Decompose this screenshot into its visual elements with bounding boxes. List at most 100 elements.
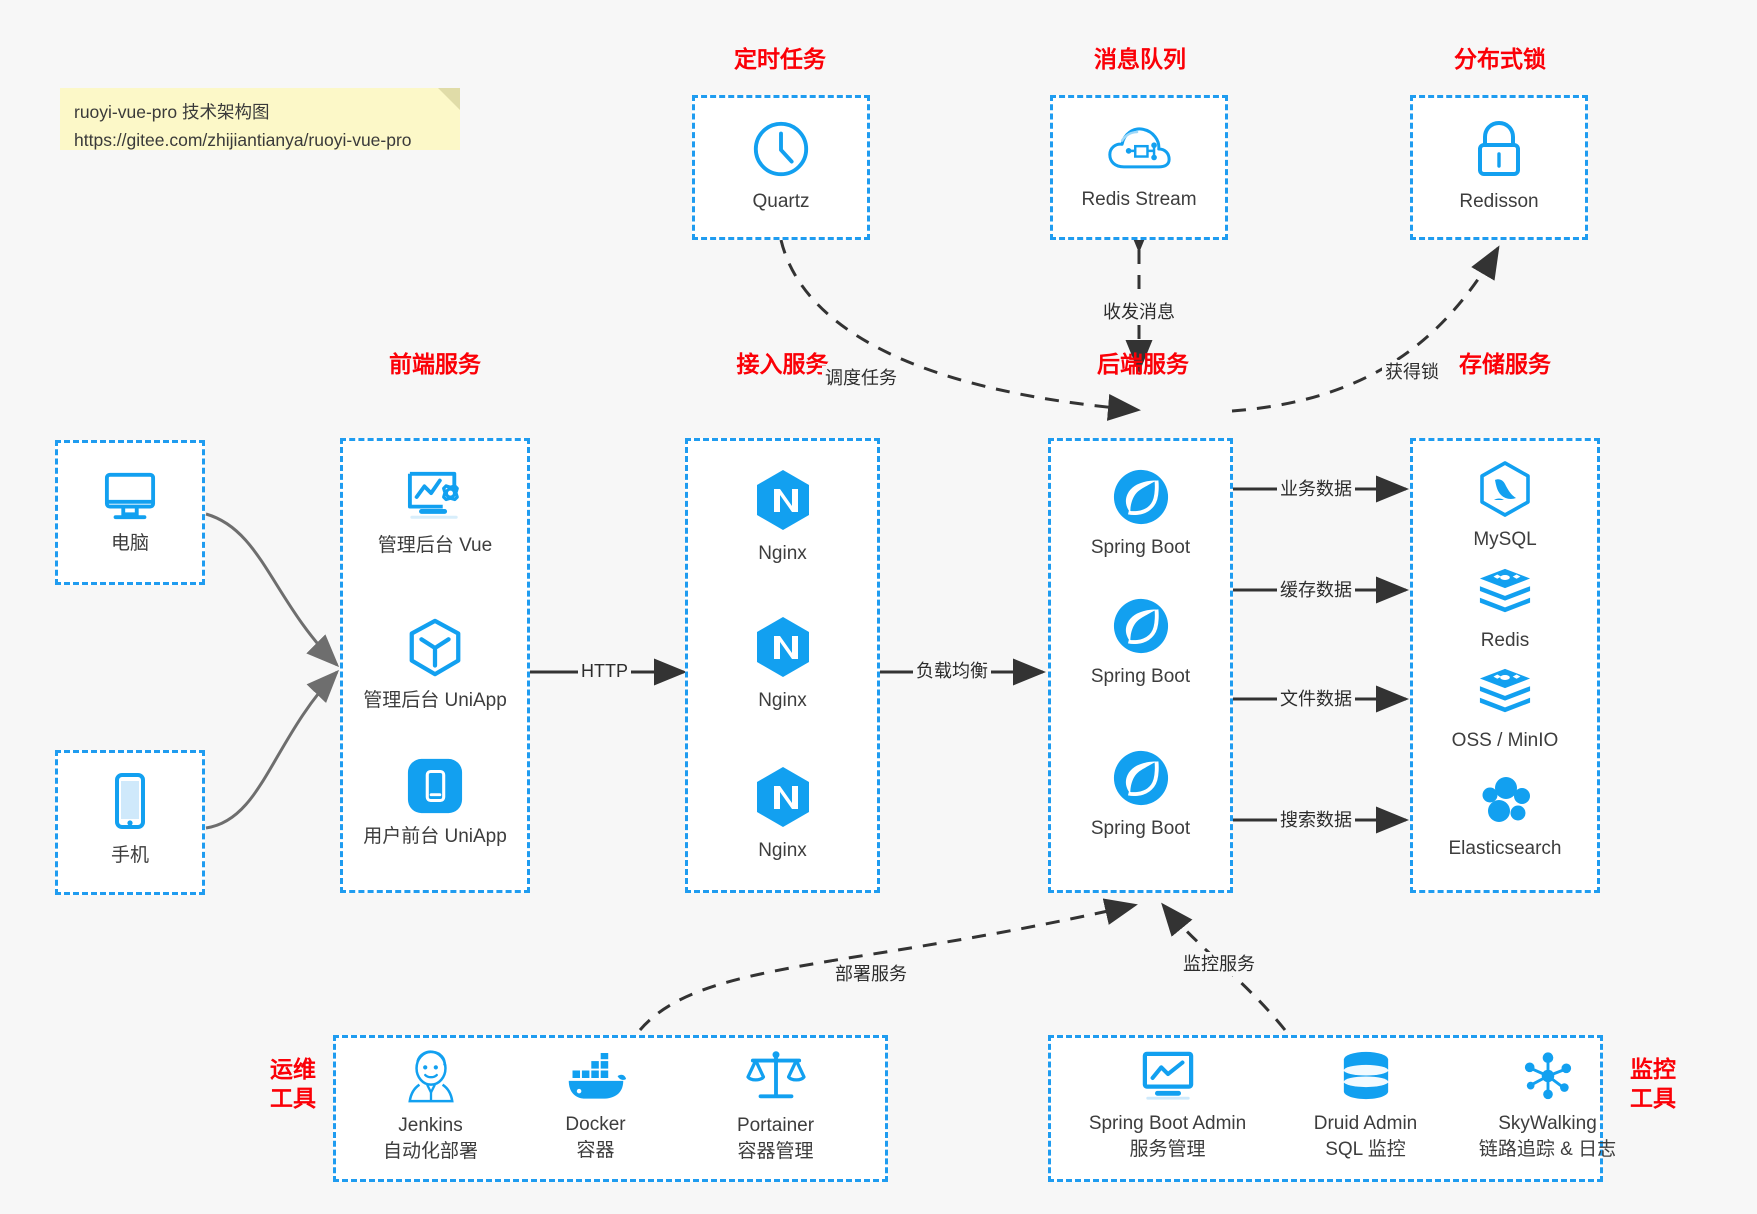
group-monitoring — [1048, 1035, 1603, 1182]
node-redis-stream[interactable]: Redis Stream — [1050, 120, 1228, 212]
node-label: OSS / MinIO — [1451, 730, 1559, 751]
node-docker[interactable]: Docker 容器 — [513, 1052, 678, 1164]
node-label: Redisson — [1459, 191, 1539, 212]
node-skywalking[interactable]: SkyWalking 链路追踪 & 日志 — [1440, 1050, 1655, 1163]
oss-minio-icon — [1476, 665, 1534, 719]
dashboard-gear-icon — [404, 468, 466, 524]
node-sublabel: 服务管理 — [1129, 1139, 1206, 1160]
database-icon — [1339, 1050, 1393, 1102]
node-quartz[interactable]: Quartz — [692, 118, 870, 214]
spring-boot-icon — [1112, 749, 1170, 807]
note-folded-corner — [438, 88, 460, 110]
group-scheduler — [692, 95, 870, 240]
node-label: 管理后台 UniApp — [363, 690, 507, 711]
mysql-icon — [1477, 460, 1533, 518]
node-label: Elasticsearch — [1448, 838, 1562, 859]
edge-label-search-data: 搜索数据 — [1277, 808, 1355, 832]
node-label: Nginx — [758, 543, 807, 564]
group-title-monitoring-line2: 工具 — [1630, 1085, 1676, 1111]
group-title-backend: 后端服务 — [1097, 351, 1189, 377]
node-label: Spring Boot — [1090, 537, 1191, 558]
node-spring-boot-admin[interactable]: Spring Boot Admin 服务管理 — [1060, 1050, 1275, 1163]
node-mysql[interactable]: MySQL — [1410, 460, 1600, 552]
group-title-monitoring-line1: 监控 — [1630, 1056, 1676, 1082]
node-label: Portainer — [736, 1115, 815, 1136]
lock-icon — [1470, 118, 1528, 180]
node-sublabel: SQL 监控 — [1325, 1139, 1406, 1160]
node-redisson[interactable]: Redisson — [1410, 118, 1588, 214]
edge-label-cache-data: 缓存数据 — [1277, 578, 1355, 602]
nginx-icon — [754, 468, 812, 532]
edge-label-acquire-lock: 获得锁 — [1382, 360, 1442, 384]
clock-icon — [750, 118, 812, 180]
cloud-network-icon — [1107, 120, 1171, 178]
node-label: Nginx — [758, 690, 807, 711]
spring-boot-icon — [1112, 597, 1170, 655]
node-spring-boot-1[interactable]: Spring Boot — [1048, 468, 1233, 560]
node-label: 电脑 — [110, 533, 149, 554]
node-label: Docker — [565, 1114, 626, 1135]
node-label: 手机 — [110, 845, 149, 866]
edge-label-file-data: 文件数据 — [1277, 687, 1355, 711]
node-sublabel: 自动化部署 — [382, 1141, 478, 1162]
node-sublabel: 链路追踪 & 日志 — [1478, 1139, 1617, 1160]
node-label: Druid Admin — [1313, 1113, 1418, 1134]
node-spring-boot-3[interactable]: Spring Boot — [1048, 749, 1233, 841]
node-label: Nginx — [758, 840, 807, 861]
node-nginx-2[interactable]: Nginx — [685, 615, 880, 713]
node-label: SkyWalking — [1498, 1113, 1597, 1134]
node-admin-uniapp[interactable]: 管理后台 UniApp — [340, 617, 530, 713]
node-spring-boot-2[interactable]: Spring Boot — [1048, 597, 1233, 689]
monitor-chart-icon — [1139, 1050, 1197, 1102]
scales-icon — [745, 1048, 807, 1104]
edge-label-load-balance: 负载均衡 — [913, 659, 991, 683]
note-line-2: https://gitee.com/zhijiantianya/ruoyi-vu… — [74, 130, 412, 150]
node-label: 用户前台 UniApp — [363, 826, 507, 847]
group-title-distributed-lock: 分布式锁 — [1454, 46, 1546, 72]
nginx-icon — [754, 765, 812, 829]
redis-icon — [1476, 565, 1534, 619]
node-oss-minio[interactable]: OSS / MinIO — [1410, 665, 1600, 753]
node-mobile[interactable]: 手机 — [55, 772, 205, 868]
elasticsearch-icon — [1477, 773, 1533, 827]
node-jenkins[interactable]: Jenkins 自动化部署 — [348, 1048, 513, 1165]
node-label: Spring Boot — [1090, 818, 1191, 839]
nginx-icon — [754, 615, 812, 679]
group-title-devops-line2: 工具 — [270, 1085, 316, 1111]
node-nginx-3[interactable]: Nginx — [685, 765, 880, 863]
node-admin-vue[interactable]: 管理后台 Vue — [340, 468, 530, 558]
node-redis[interactable]: Redis — [1410, 565, 1600, 653]
node-portainer[interactable]: Portainer 容器管理 — [678, 1048, 873, 1165]
edge-label-business-data: 业务数据 — [1277, 477, 1355, 501]
node-sublabel: 容器管理 — [737, 1141, 814, 1162]
note-line-1: ruoyi-vue-pro 技术架构图 — [74, 102, 270, 122]
monitor-icon — [101, 470, 159, 522]
group-title-scheduler: 定时任务 — [734, 46, 826, 72]
node-label: Redis Stream — [1081, 189, 1197, 210]
node-label: Spring Boot — [1090, 666, 1191, 687]
group-title-devops: 运维 工具 — [258, 1055, 328, 1113]
group-title-message-queue: 消息队列 — [1094, 46, 1186, 72]
cube-icon — [405, 617, 465, 679]
skywalking-icon — [1520, 1050, 1576, 1102]
edge-label-schedule-task: 调度任务 — [822, 366, 900, 390]
edge-label-monitor-service: 监控服务 — [1180, 952, 1258, 976]
edge-label-send-receive-message: 收发消息 — [1100, 300, 1178, 324]
docker-icon — [565, 1052, 627, 1103]
mobile-app-icon — [406, 757, 464, 815]
jenkins-icon — [404, 1048, 458, 1104]
node-elasticsearch[interactable]: Elasticsearch — [1410, 773, 1600, 861]
node-sublabel: 容器 — [576, 1140, 615, 1161]
node-druid-admin[interactable]: Druid Admin SQL 监控 — [1278, 1050, 1453, 1163]
node-label: Redis — [1480, 630, 1530, 651]
group-title-frontend: 前端服务 — [389, 351, 481, 377]
diagram-note: ruoyi-vue-pro 技术架构图 https://gitee.com/zh… — [60, 88, 460, 150]
node-label: Jenkins — [398, 1115, 463, 1136]
node-user-uniapp[interactable]: 用户前台 UniApp — [340, 757, 530, 849]
node-nginx-1[interactable]: Nginx — [685, 468, 880, 566]
edge-label-http: HTTP — [578, 659, 631, 683]
node-label: Quartz — [752, 191, 810, 212]
group-title-monitoring: 监控 工具 — [1613, 1055, 1693, 1113]
node-pc[interactable]: 电脑 — [55, 470, 205, 556]
